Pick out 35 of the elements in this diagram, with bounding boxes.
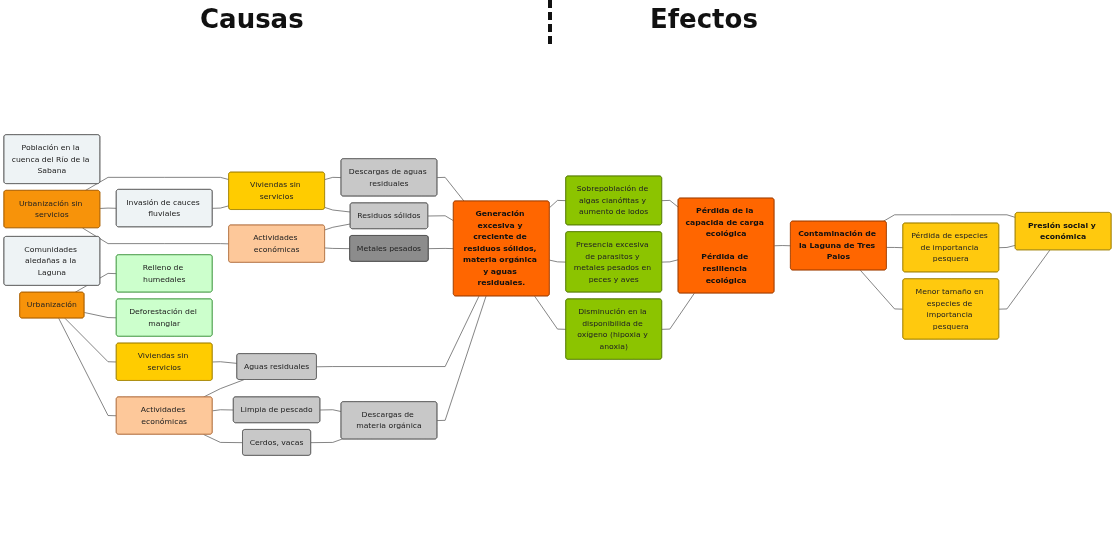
connector xyxy=(998,249,1051,310)
connector xyxy=(998,244,1016,249)
connector xyxy=(860,269,904,310)
connector xyxy=(310,438,343,444)
connector xyxy=(324,223,351,231)
connector xyxy=(212,361,238,364)
connector xyxy=(773,245,791,247)
connector xyxy=(82,227,230,245)
connector xyxy=(83,312,117,319)
connector xyxy=(661,259,679,263)
connector xyxy=(661,292,695,330)
connector xyxy=(436,295,487,421)
connector xyxy=(324,247,351,249)
connector xyxy=(661,200,679,208)
connector xyxy=(203,434,244,444)
connector xyxy=(99,207,117,209)
connector xyxy=(212,205,230,209)
connector xyxy=(58,317,117,417)
section-heading: Efectos xyxy=(650,4,758,34)
connector xyxy=(886,247,904,249)
connector xyxy=(64,317,117,363)
connector xyxy=(549,259,567,263)
connector xyxy=(84,177,230,191)
connector xyxy=(212,409,234,412)
connector xyxy=(324,207,351,213)
connector xyxy=(534,295,567,330)
section-heading: Causas xyxy=(200,4,304,34)
connector xyxy=(883,214,1016,222)
connector xyxy=(427,215,454,222)
connector xyxy=(316,295,480,368)
connector xyxy=(324,177,342,180)
connector xyxy=(549,200,567,208)
connector xyxy=(428,248,454,249)
connector xyxy=(319,409,342,412)
connector xyxy=(436,177,465,202)
